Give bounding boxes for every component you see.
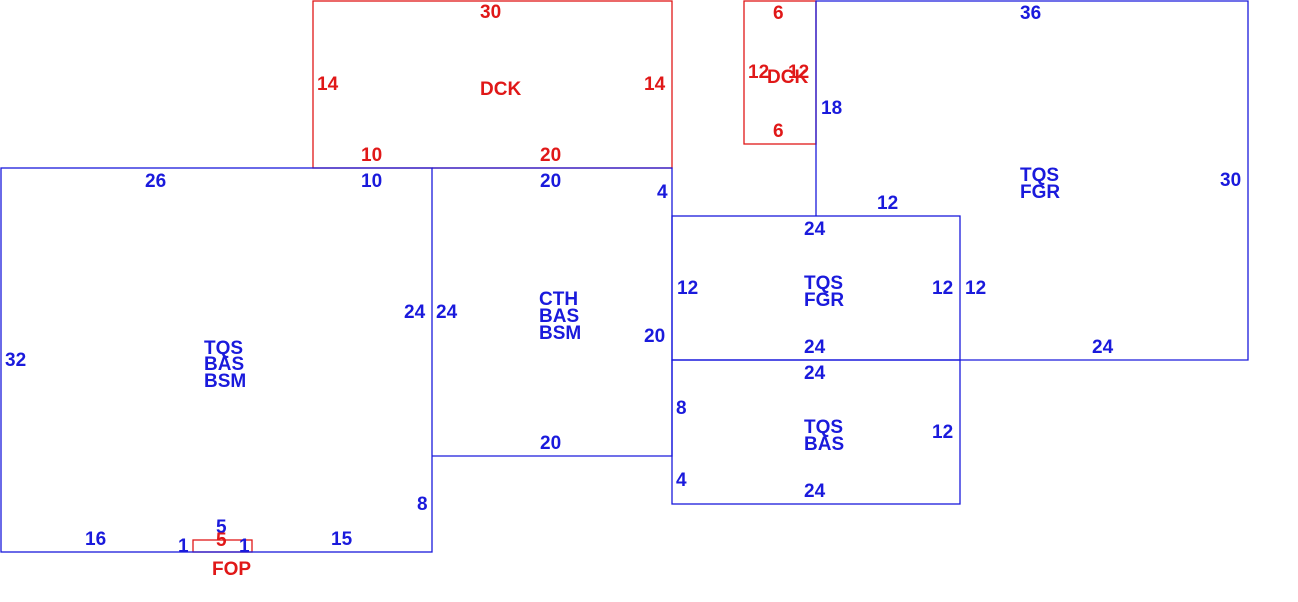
dimension-label: 36: [1020, 3, 1041, 24]
dimension-label: 30: [480, 2, 501, 23]
dimension-label: 12: [932, 278, 953, 299]
area-code: DCK: [767, 67, 808, 88]
dimension-label: 1: [178, 536, 189, 557]
dimension-label: 5: [216, 530, 227, 551]
area-code: DCK: [480, 79, 521, 100]
dimension-label: 14: [317, 74, 339, 95]
main-left-area: TQS BAS BSM 26 10 32 24 8 16 15 1 1 5: [5, 171, 428, 557]
dimension-label: 8: [676, 398, 687, 419]
dimension-label: 20: [540, 171, 561, 192]
dimension-label: 30: [1220, 170, 1241, 191]
bas-lower-area: TQS BAS 24 8 4 12 24: [676, 363, 953, 502]
area-code: BSM: [539, 323, 581, 344]
fgr-right-outline: [815, 0, 1249, 361]
dimension-label: 10: [361, 145, 382, 166]
area-code: TQS: [1020, 165, 1059, 186]
dimension-label: 5: [216, 517, 227, 538]
area-code: FGR: [804, 290, 844, 311]
area-code: BAS: [804, 434, 844, 455]
dimension-label: 24: [804, 337, 826, 358]
area-code: TQS: [204, 338, 243, 359]
dimension-label: 15: [331, 529, 353, 550]
dimension-label: 12: [965, 278, 986, 299]
dimension-label: 16: [85, 529, 106, 550]
porch: 5 FOP: [212, 530, 251, 580]
dimension-label: 20: [644, 326, 665, 347]
dimension-label: 32: [5, 350, 26, 371]
dimension-label: 24: [436, 302, 458, 323]
area-code: FGR: [1020, 182, 1060, 203]
dimension-label: 12: [877, 193, 898, 214]
dimension-label: 20: [540, 433, 561, 454]
center-area: CTH BAS BSM 20 24 4 20 20: [436, 171, 668, 454]
area-code: BAS: [539, 306, 579, 327]
dimension-label: 24: [804, 481, 826, 502]
area-code: TQS: [804, 417, 843, 438]
fgr-right-area: TQS FGR 36 18 12 12 30 24: [821, 3, 1241, 358]
area-code: FOP: [212, 559, 251, 580]
dimension-label: 4: [676, 470, 687, 491]
dimension-label: 24: [404, 302, 426, 323]
dimension-label: 12: [788, 62, 809, 83]
area-code: BSM: [204, 371, 246, 392]
dimension-label: 18: [821, 98, 842, 119]
dimension-label: 8: [417, 494, 428, 515]
dimension-label: 6: [773, 3, 784, 24]
deck-small: DCK 6 12 12 6: [748, 3, 809, 142]
dimension-label: 24: [804, 219, 826, 240]
area-code: BAS: [204, 354, 244, 375]
dimension-label: 4: [657, 182, 668, 203]
dimension-label: 24: [1092, 337, 1114, 358]
dimension-label: 26: [145, 171, 166, 192]
bas-lower-outline: [671, 359, 961, 505]
dimension-label: 12: [748, 62, 769, 83]
area-code: CTH: [539, 289, 578, 310]
fgr-center-area: TQS FGR 24 12 12 24: [677, 219, 953, 358]
dimension-label: 24: [804, 363, 826, 384]
dimension-label: 1: [239, 536, 250, 557]
main-left-outline: [0, 167, 433, 553]
dimension-label: 12: [677, 278, 698, 299]
deck-large: DCK 30 14 14 10 20: [317, 2, 666, 166]
dimension-label: 10: [361, 171, 382, 192]
area-outlines: [0, 0, 1249, 553]
dimension-label: 6: [773, 121, 784, 142]
area-code: TQS: [804, 273, 843, 294]
dimension-label: 20: [540, 145, 561, 166]
dimension-label: 14: [644, 74, 666, 95]
dimension-label: 12: [932, 422, 953, 443]
